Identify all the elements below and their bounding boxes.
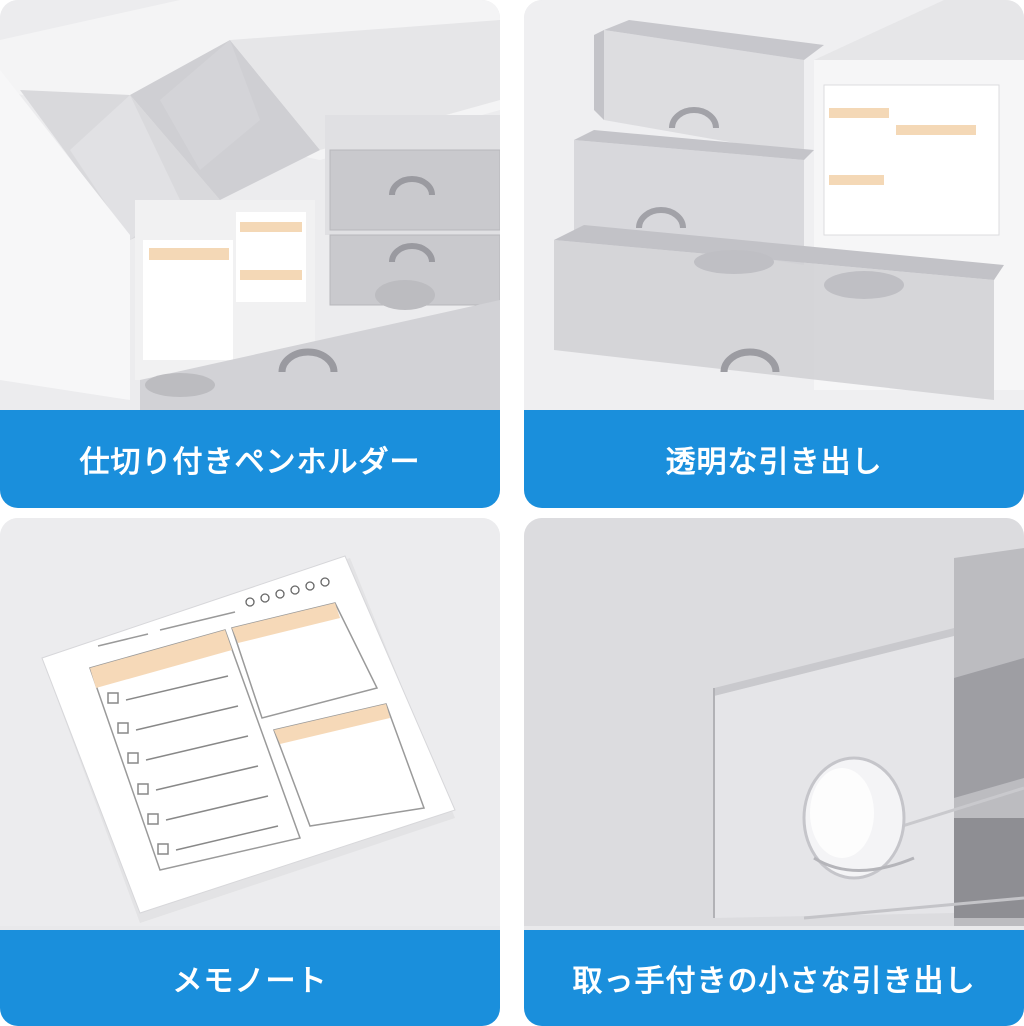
caption-transparent-drawers: 透明な引き出し [524,410,1024,508]
caption-memo: メモノート [0,930,500,1026]
pen-holder-photo [0,0,500,410]
caption-pen-holder: 仕切り付きペンホルダー [0,410,500,508]
memo-notepad-photo [0,518,500,926]
panel-memo: メモノート [0,518,500,1026]
panel-pen-holder: 仕切り付きペンホルダー [0,0,500,508]
caption-small-drawer: 取っ手付きの小さな引き出し [524,930,1024,1026]
small-drawer-photo [524,518,1024,926]
transparent-drawers-photo [524,0,1024,410]
panel-transparent-drawers: 透明な引き出し [524,0,1024,508]
panel-small-drawer: 取っ手付きの小さな引き出し [524,518,1024,1026]
